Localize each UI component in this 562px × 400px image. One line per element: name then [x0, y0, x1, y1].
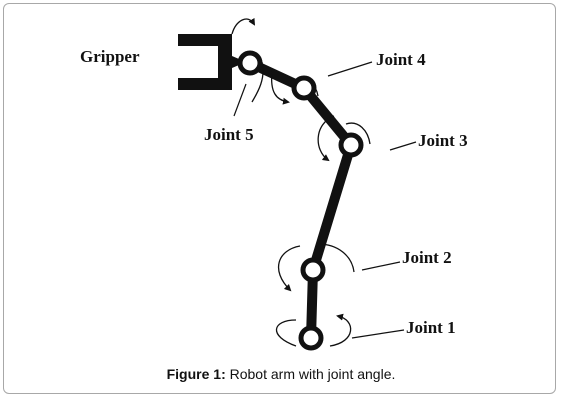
joint1-rotation-arc — [275, 319, 297, 347]
joint5-rotation-arrow — [231, 17, 256, 35]
link-joint3-joint2 — [308, 140, 356, 275]
joint3-label: Joint 3 — [418, 131, 468, 150]
leader-lines — [233, 61, 417, 339]
joint3-leader — [389, 141, 417, 151]
joint2-rotation-arrow — [278, 245, 301, 292]
joint2-rotation-arc — [317, 243, 355, 273]
figure-caption: Figure 1: Robot arm with joint angle. — [0, 366, 562, 382]
joint1-node — [298, 325, 324, 351]
joint1-label: Joint 1 — [406, 318, 456, 337]
gripper-claw — [178, 34, 246, 90]
arm-links — [245, 58, 356, 343]
joint3-rotation-arrow — [317, 115, 335, 162]
rotation-arrows — [231, 17, 371, 347]
joints — [237, 50, 364, 351]
caption-text: Robot arm with joint angle. — [225, 366, 396, 382]
joint4-leader — [327, 61, 373, 77]
joint1-rotation-arrow — [329, 313, 352, 347]
caption-prefix: Figure 1: — [166, 366, 226, 382]
gripper-label: Gripper — [80, 47, 140, 66]
joint2-node — [300, 257, 326, 283]
joint2-label: Joint 2 — [402, 248, 452, 267]
joint1-leader — [351, 329, 405, 339]
joint3-rotation-arc — [345, 122, 371, 145]
joint5-rotation-arc — [251, 61, 264, 103]
joint5-node — [237, 50, 263, 76]
joint5-label: Joint 5 — [204, 125, 254, 144]
joint4-rotation-arrow — [270, 71, 290, 105]
joint4-label: Joint 4 — [376, 50, 426, 69]
joint5-leader — [233, 83, 247, 117]
joint3-node — [338, 132, 364, 158]
figure-frame — [3, 3, 556, 394]
joint2-leader — [361, 261, 401, 271]
joint4-node — [291, 75, 317, 101]
